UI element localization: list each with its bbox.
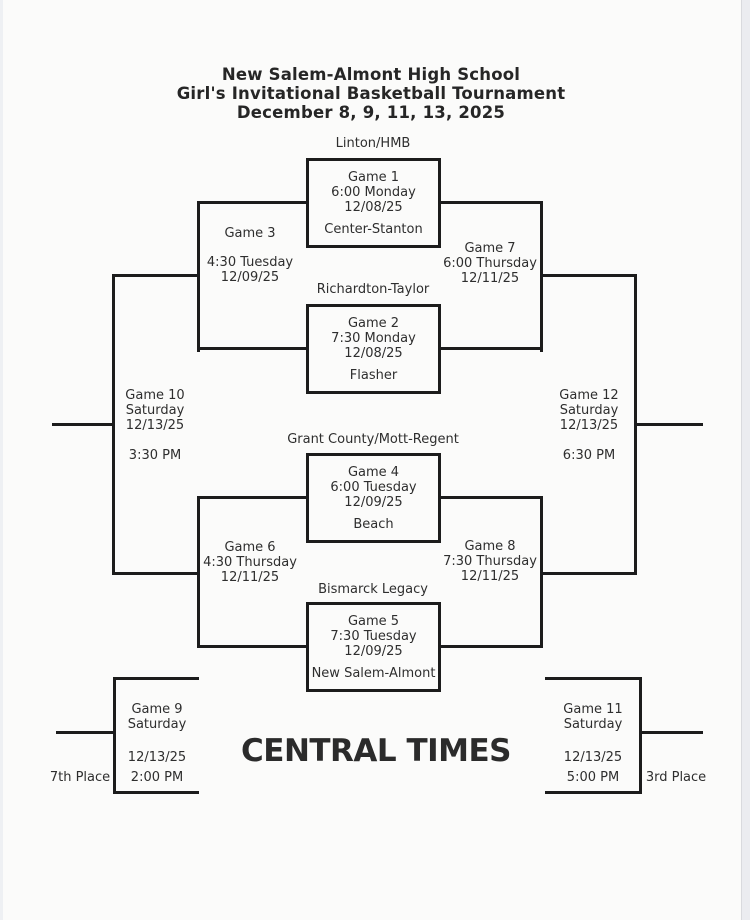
game12-info: Game 12 Saturday 12/13/25 6:30 PM [528,388,650,463]
game1-time: 6:00 Monday [331,185,416,200]
scan-left-edge [0,0,3,920]
game5-bottom-team-label: New Salem-Almont [311,666,436,681]
game11-title: Game 11 [563,702,623,717]
game1-box: Game 1 6:00 Monday 12/08/25 Center-Stant… [306,158,441,248]
game11-top-arm-line [545,677,642,680]
spacer [180,241,320,255]
game4-bottom-team-label: Beach [353,517,394,532]
game10-date: 12/13/25 [125,418,185,433]
game12-title: Game 12 [559,388,619,403]
game1-title: Game 1 [347,170,400,185]
game8-date: 12/11/25 [460,569,520,584]
game10-info: Game 10 Saturday 12/13/25 3:30 PM [94,388,216,463]
game10-title: Game 10 [125,388,185,403]
game9-date: 12/13/25 [127,750,187,765]
game8-info: Game 8 7:30 Thursday 12/11/25 [420,539,560,584]
scan-right-edge [741,0,750,920]
game10-day: Saturday [125,403,185,418]
game3-info: Game 3 4:30 Tuesday 12/09/25 [180,226,320,285]
game1-top-team-label: Linton/HMB [335,136,411,151]
event-dates: December 8, 9, 11, 13, 2025 [236,103,506,122]
game7-time: 6:00 Thursday [443,256,537,271]
game6-time: 4:30 Thursday [203,555,297,570]
game11-info: Game 11 Saturday 12/13/25 5:00 PM [553,702,633,785]
seventh-place-winner-line [56,731,113,734]
spacer [528,433,650,448]
game12-date: 12/13/25 [559,418,619,433]
game3-winner-line [112,274,200,277]
game11-bracket-line [639,677,642,794]
game11-time: 5:00 PM [566,770,620,785]
game10-bracket-line [112,274,115,575]
game5-right-connector-line [441,645,543,648]
game9-title: Game 9 [131,702,183,717]
central-times-note: CENTRAL TIMES [241,733,511,769]
game5-left-connector-line [197,645,306,648]
game12-day: Saturday [559,403,619,418]
game4-left-connector-line [197,496,306,499]
game12-winner-line [637,423,703,426]
spacer [94,433,216,448]
tournament-header: New Salem-Almont High School Girl's Invi… [0,65,742,122]
game4-date: 12/09/25 [344,495,403,510]
game5-title: Game 5 [347,614,400,629]
third-place-label: 3rd Place [645,770,707,785]
game2-box: Game 2 7:30 Monday 12/08/25 Flasher [306,304,441,394]
game9-top-arm-line [113,677,199,680]
game2-title: Game 2 [347,316,400,331]
game2-date: 12/08/25 [344,346,403,361]
game9-bottom-arm-line [113,791,199,794]
game12-bracket-line [634,274,637,575]
game5-date: 12/09/25 [344,644,403,659]
game2-left-connector-line [197,347,306,350]
game1-right-connector-line [441,201,543,204]
spacer [553,732,633,750]
game3-title: Game 3 [224,226,276,241]
game4-box: Game 4 6:00 Tuesday 12/09/25 Beach [306,453,441,543]
game2-right-connector-line [441,347,543,350]
game1-date: 12/08/25 [344,200,403,215]
game11-date: 12/13/25 [563,750,623,765]
game6-date: 12/11/25 [220,570,280,585]
game5-box: Game 5 7:30 Tuesday 12/09/25 New Salem-A… [306,602,441,692]
game3-time: 4:30 Tuesday [206,255,294,270]
game9-info: Game 9 Saturday 12/13/25 2:00 PM [117,702,197,785]
game4-right-connector-line [441,496,543,499]
game2-bottom-team-label: Flasher [349,368,398,383]
game4-top-team-label: Grant County/Mott-Regent [287,432,459,447]
school-title: New Salem-Almont High School [221,65,521,84]
game7-date: 12/11/25 [460,271,520,286]
game2-top-team-label: Richardton-Taylor [316,282,430,297]
event-title: Girl's Invitational Basketball Tournamen… [176,84,566,103]
game8-title: Game 8 [464,539,516,554]
game9-bracket-line [113,677,116,794]
game3-date: 12/09/25 [220,270,280,285]
game4-time: 6:00 Tuesday [330,480,417,495]
game11-bottom-arm-line [545,791,642,794]
spacer [117,732,197,750]
seventh-place-label: 7th Place [49,770,111,785]
game5-time: 7:30 Tuesday [330,629,417,644]
game6-title: Game 6 [224,540,276,555]
game9-day: Saturday [127,717,187,732]
game7-title: Game 7 [464,241,516,256]
game6-info: Game 6 4:30 Thursday 12/11/25 [182,540,318,585]
game6-winner-line [112,572,200,575]
game1-bottom-team-label: Center-Stanton [324,222,423,237]
game11-day: Saturday [563,717,623,732]
game12-time: 6:30 PM [562,448,616,463]
game2-time: 7:30 Monday [331,331,416,346]
game1-left-connector-line [197,201,306,204]
third-place-winner-line [642,731,703,734]
game7-winner-line [540,274,637,277]
game10-time: 3:30 PM [128,448,182,463]
game8-time: 7:30 Thursday [443,554,537,569]
game9-time: 2:00 PM [130,770,184,785]
game10-winner-line [52,423,112,426]
game7-info: Game 7 6:00 Thursday 12/11/25 [420,241,560,286]
game8-winner-line [540,572,637,575]
game4-title: Game 4 [347,465,400,480]
game5-top-team-label: Bismarck Legacy [318,582,428,597]
